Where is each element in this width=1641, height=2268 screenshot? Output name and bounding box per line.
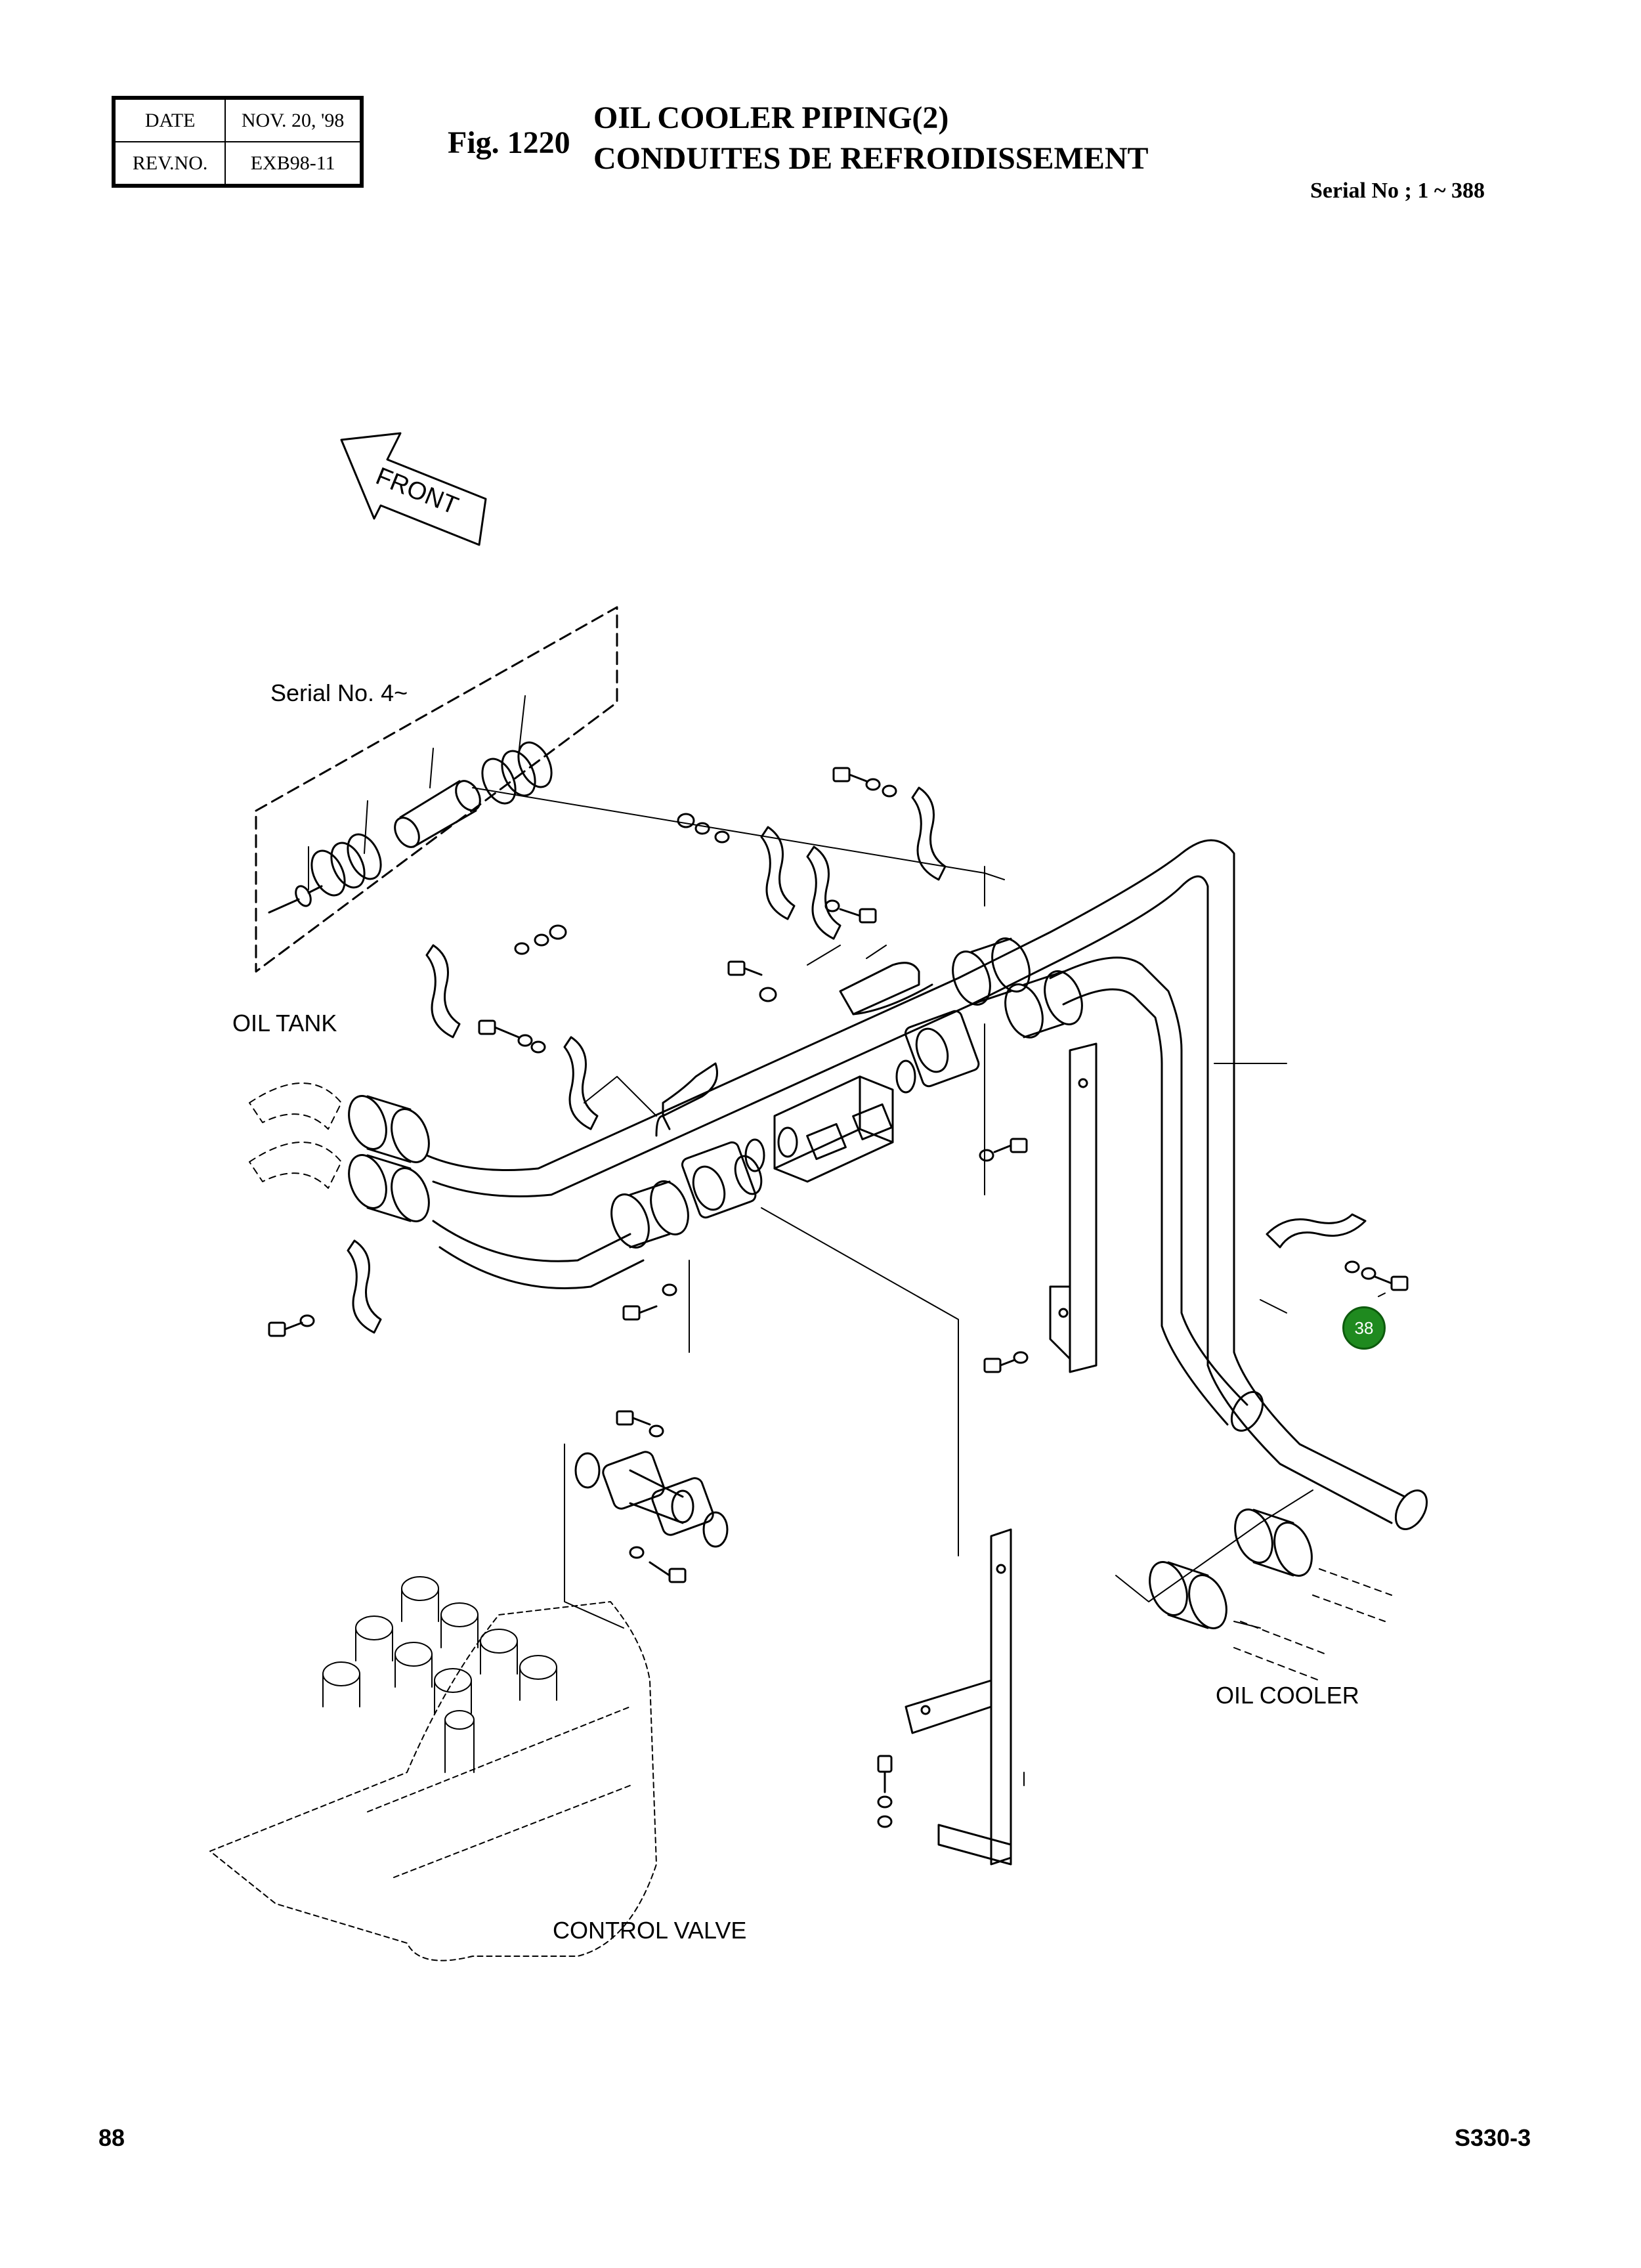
hose-clamps [310, 741, 553, 897]
hose-couplings-tank [348, 1095, 430, 1222]
oil-tank-label: OIL TANK [232, 1010, 337, 1037]
leader-lines [472, 787, 1313, 1786]
figure-number: Fig. 1220 [448, 125, 570, 160]
pipe-flanges [681, 1010, 980, 1219]
o-rings [574, 987, 916, 1548]
bleed-valve [268, 885, 323, 914]
revision-table: DATE NOV. 20, '98 REV.NO. EXB98-11 [114, 98, 361, 185]
support-bracket-lower [905, 1528, 1012, 1866]
split-flange [602, 1451, 714, 1536]
control-valve-spools [322, 1576, 557, 1773]
oil-cooler-label: OIL COOLER [1216, 1682, 1359, 1709]
main-pipe-upper [425, 839, 1428, 1530]
oil-tank-hoses [249, 1082, 342, 1189]
page-title-french: CONDUITES DE REFROIDISSEMENT [593, 141, 1149, 176]
bolts-and-washers [268, 767, 1409, 1828]
hose-couplings-cooler [1149, 1508, 1313, 1629]
rev-label: REV.NO. [114, 141, 226, 185]
inset-label: Serial No. 4~ [270, 679, 408, 706]
main-pipe-lower [432, 956, 1264, 1432]
front-arrow: FRONT [340, 432, 487, 546]
serial-range: Serial No ; 1 ~ 388 [1310, 179, 1485, 203]
page-title-english: OIL COOLER PIPING(2) [593, 100, 949, 135]
oil-cooler-hoses [1233, 1568, 1392, 1681]
hose-sleeve [394, 780, 481, 848]
revision-box: DATE NOV. 20, '98 REV.NO. EXB98-11 [112, 96, 364, 188]
control-valve-label: CONTROL VALVE [553, 1917, 747, 1944]
elbow-fittings [655, 962, 933, 1137]
page-number: 88 [98, 2124, 125, 2151]
model-code: S330-3 [1455, 2124, 1531, 2151]
valve-block [773, 1075, 894, 1183]
callout-38[interactable]: 38 [1342, 1306, 1386, 1350]
control-valve-body [209, 1601, 657, 1961]
support-bracket-upper [1049, 1042, 1098, 1373]
date-label: DATE [114, 98, 226, 142]
callout-38-leader [1378, 1293, 1386, 1297]
date-value: NOV. 20, '98 [224, 98, 361, 142]
rev-value: EXB98-11 [224, 141, 361, 185]
hose-couplings-mid [610, 937, 1083, 1249]
inset-box: Serial No. 4~ [255, 606, 618, 973]
saddle-clamps [347, 786, 1367, 1334]
